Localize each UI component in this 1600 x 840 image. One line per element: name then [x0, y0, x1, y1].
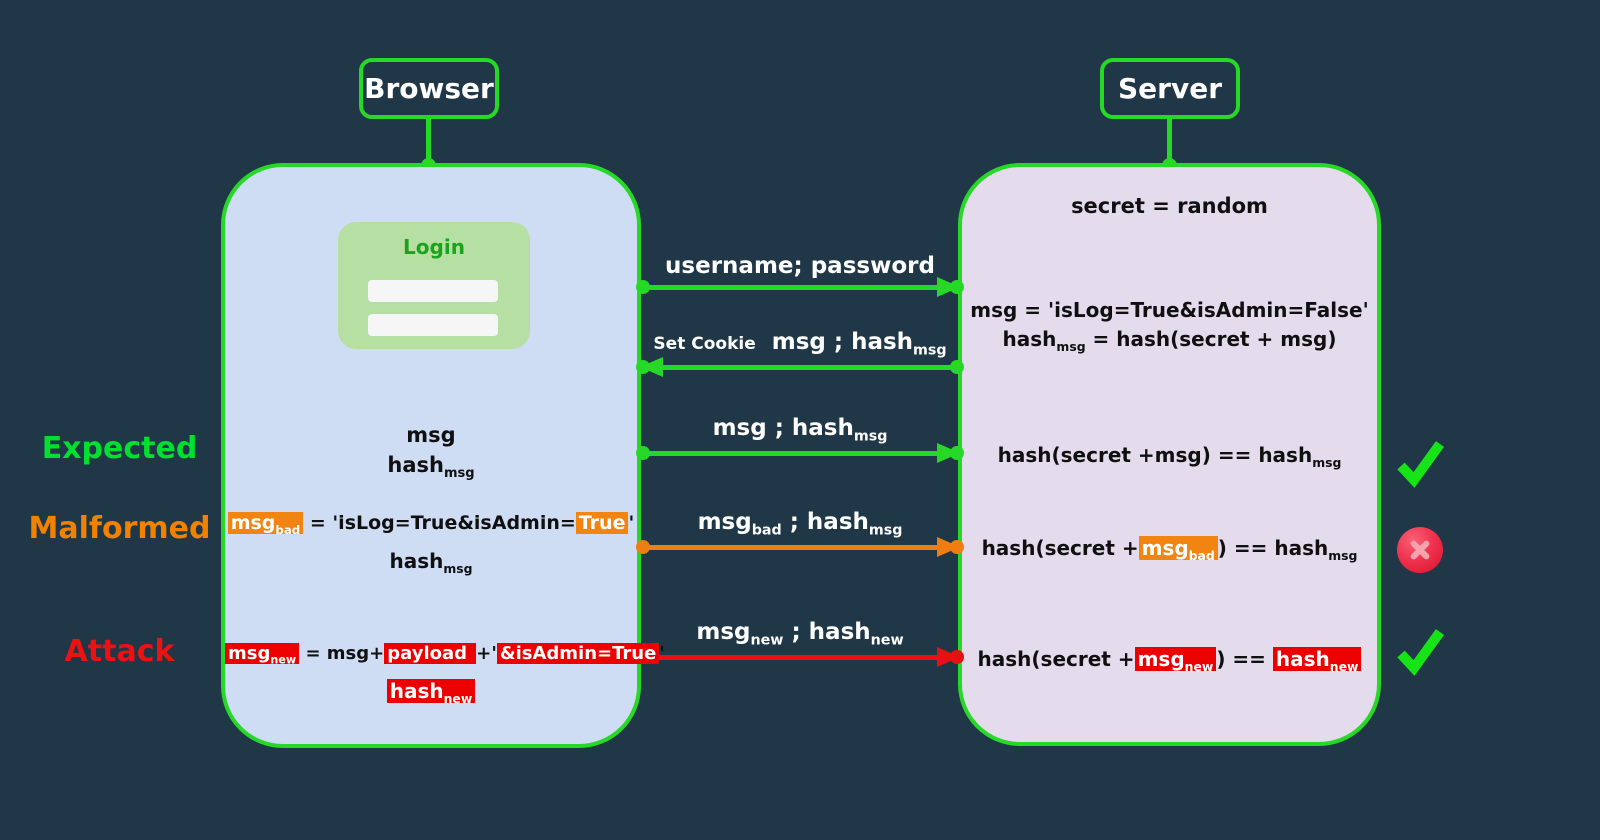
row-label-attack: Attack	[64, 634, 175, 669]
expected-client-line1: msg	[406, 423, 456, 447]
arrow-start-dot	[636, 280, 650, 294]
arrow-set-cookie: Set Cookie msg ; hashmsg	[636, 329, 964, 377]
arrow-credentials: username; password	[636, 253, 964, 297]
arrow-expected: msg ; hashmsg	[636, 415, 964, 463]
set-cookie-prefix: Set Cookie	[653, 334, 756, 355]
arrowhead-right-icon	[937, 443, 960, 463]
browser-title: Browser	[364, 72, 494, 105]
browser-connector-line	[426, 119, 431, 164]
server-init-text: msg = 'isLog=True&isAdmin=False' hashmsg…	[962, 296, 1377, 361]
result-attack	[1394, 624, 1446, 676]
arrowhead-right-icon	[937, 277, 960, 297]
result-expected	[1394, 436, 1446, 488]
check-icon	[1397, 629, 1445, 676]
expected-server-check: hash(secret +msg) == hashmsg	[997, 443, 1342, 470]
malformed-client-line1: msgbad = 'isLog=True&isAdmin=True'	[225, 508, 637, 546]
server-node-label: Server	[1100, 58, 1240, 119]
row-label-malformed: Malformed	[28, 511, 211, 546]
server-secret-text: secret = random	[962, 192, 1377, 221]
login-title: Login	[403, 235, 465, 259]
username-input[interactable]	[368, 280, 498, 302]
server-hashdef-line: hashmsg = hash(secret + msg)	[1002, 327, 1337, 354]
check-icon	[1397, 441, 1445, 488]
arrowhead-right-icon	[937, 647, 960, 667]
server-title: Server	[1117, 72, 1222, 105]
arrow-start-dot	[636, 540, 650, 554]
attack-client-line1: msgnew = msg+payload +'&isAdmin=True'	[225, 638, 665, 676]
attack-server-check: hash(secret +msgnew) == hashnew	[962, 645, 1377, 681]
server-msg-line: msg = 'isLog=True&isAdmin=False'	[970, 298, 1369, 322]
arrow-attack: msgnew ; hashnew	[636, 619, 964, 667]
attack-client-text: msgnew = msg+payload +'&isAdmin=True' ha…	[225, 638, 665, 714]
attack-client-line2: hashnew	[225, 676, 637, 714]
arrow-malformed: msgbad ; hashmsg	[636, 509, 964, 557]
login-form: Login	[338, 222, 530, 349]
password-input[interactable]	[368, 314, 498, 336]
arrowhead-right-icon	[937, 537, 960, 557]
malformed-client-line2: hashmsg	[389, 548, 473, 576]
server-connector-line	[1167, 119, 1172, 164]
x-icon	[1397, 527, 1443, 573]
arrowhead-left-icon	[640, 357, 663, 377]
arrow-set-cookie-label: Set Cookie msg ; hashmsg	[643, 329, 957, 359]
malformed-client-text: msgbad = 'isLog=True&isAdmin=True' hashm…	[225, 508, 637, 584]
arrow-credentials-label: username; password	[665, 253, 935, 279]
expected-client-text: msg hashmsg	[225, 420, 637, 489]
expected-client-line2: hashmsg	[387, 453, 475, 482]
malformed-server-check: hash(secret +msgbad) == hashmsg	[981, 536, 1358, 563]
arrow-start-dot	[636, 446, 650, 460]
row-label-expected: Expected	[41, 431, 198, 466]
arrow-malformed-label: msgbad ; hashmsg	[697, 509, 903, 539]
result-malformed	[1397, 527, 1443, 573]
set-cookie-msg: msg ; hashmsg	[771, 329, 947, 359]
arrow-attack-label: msgnew ; hashnew	[696, 619, 904, 649]
arrow-expected-label: msg ; hashmsg	[712, 415, 888, 445]
arrow-start-dot	[950, 360, 964, 374]
browser-node-label: Browser	[359, 58, 499, 119]
server-secret-line: secret = random	[1071, 194, 1268, 218]
